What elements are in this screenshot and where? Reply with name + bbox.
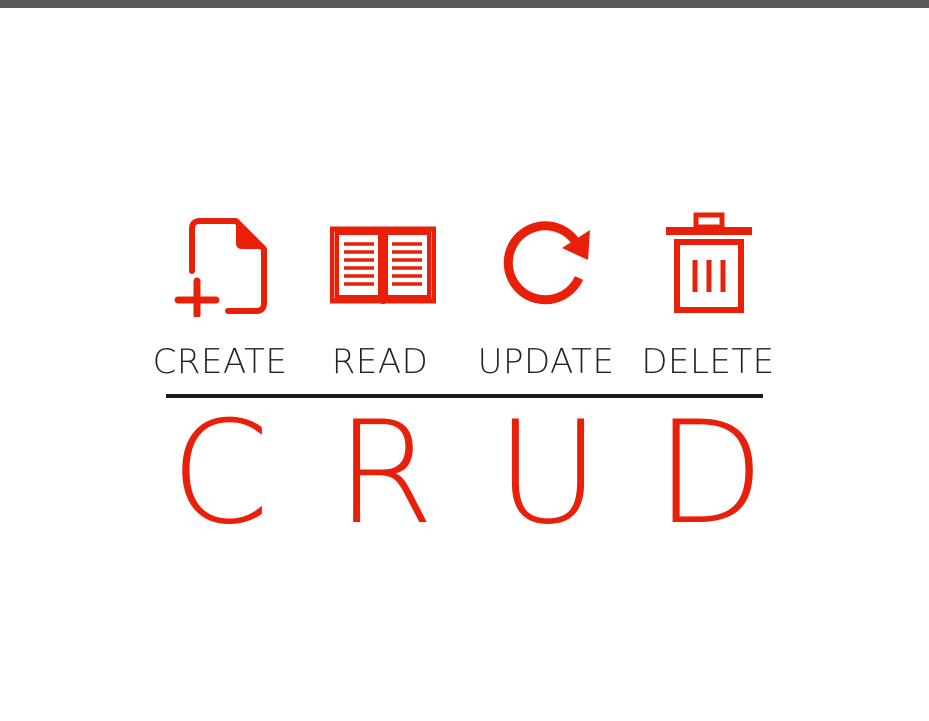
- divider-line: [166, 394, 763, 398]
- label-create: CREATE: [152, 342, 288, 382]
- label-read: READ: [331, 342, 429, 382]
- letter-c: C: [170, 391, 270, 556]
- letter-r: R: [335, 391, 435, 556]
- book-icon: [330, 226, 436, 306]
- trash-icon: [664, 212, 754, 316]
- label-update: UPDATE: [477, 342, 615, 382]
- file-add-icon: [172, 215, 272, 317]
- window-top-bar: [0, 0, 929, 8]
- letter-d: D: [655, 391, 765, 556]
- refresh-icon: [500, 218, 594, 308]
- letter-u: U: [496, 391, 600, 556]
- label-delete: DELETE: [641, 342, 775, 382]
